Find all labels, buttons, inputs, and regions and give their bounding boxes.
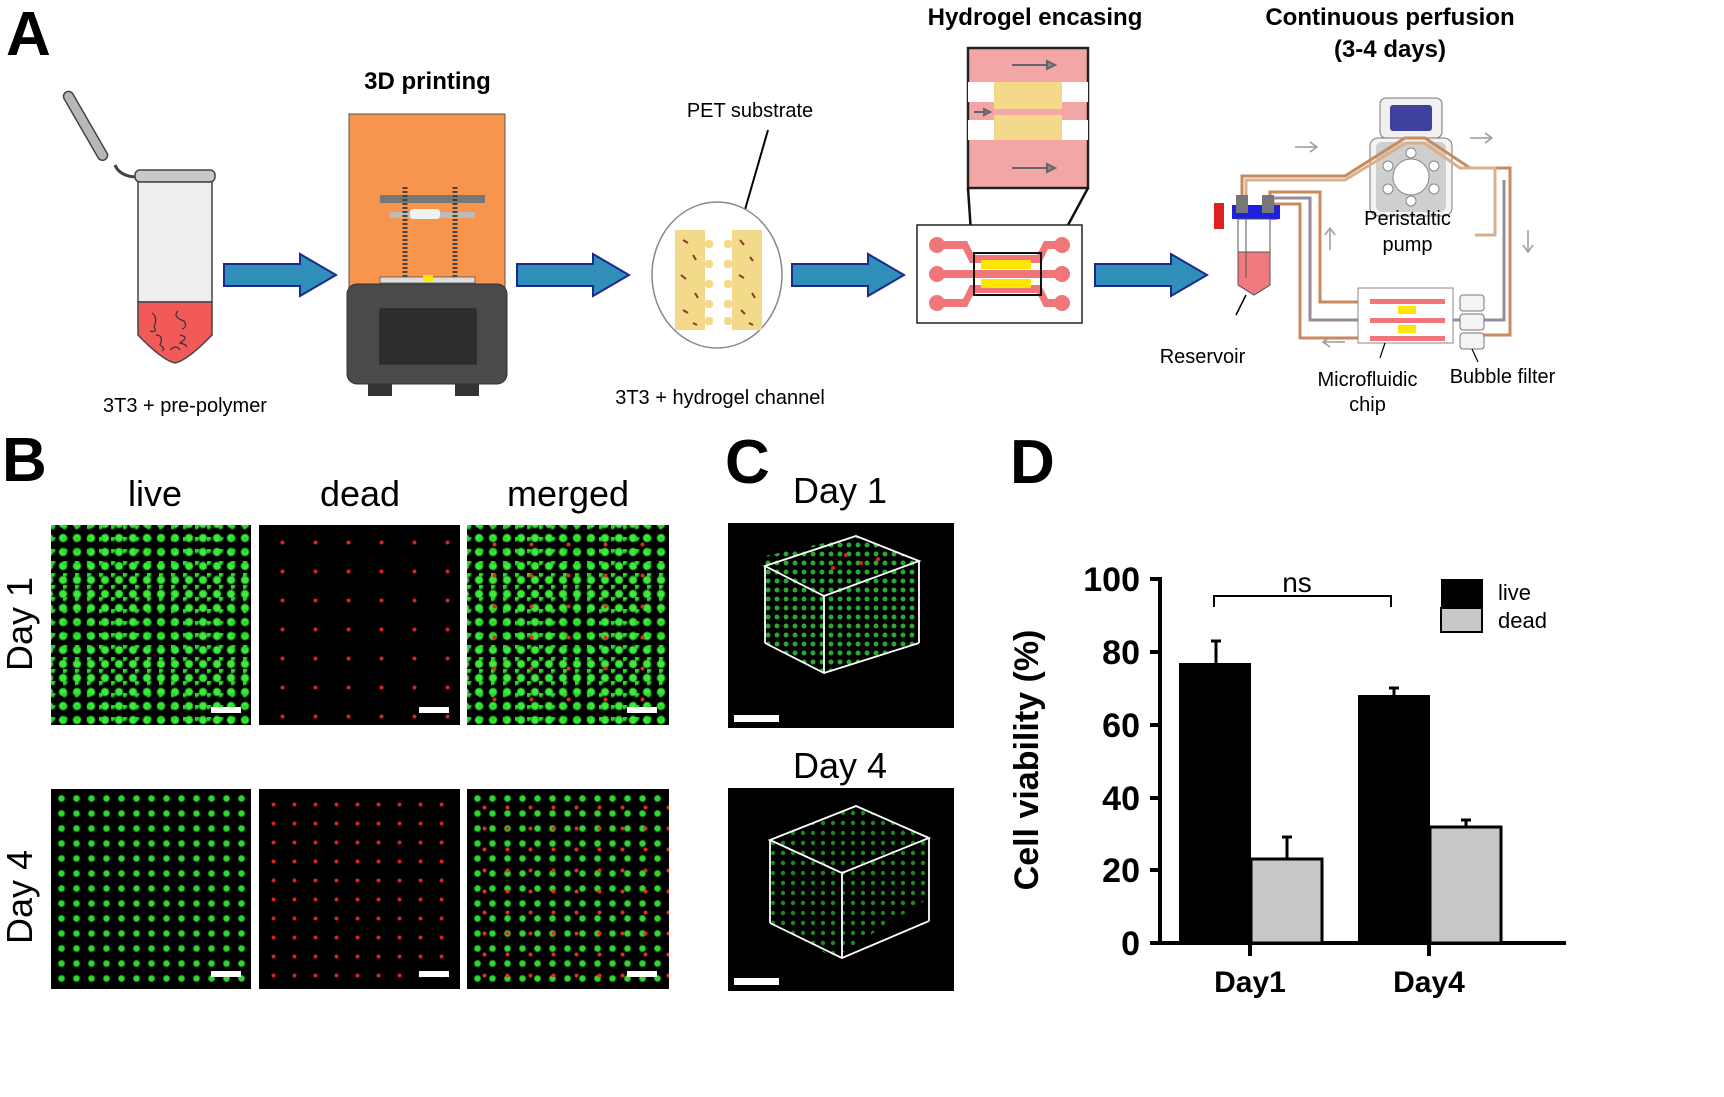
step-1-caption: 3T3 + pre-polymer [103, 395, 267, 417]
panel-c-label: C [725, 428, 770, 497]
x-category-day4: Day4 [1393, 966, 1465, 999]
3d-render-day1 [728, 523, 954, 728]
3d-render-day4 [728, 788, 954, 991]
y-tick-80: 80 [1102, 634, 1140, 672]
column-header-merged: merged [506, 473, 630, 514]
reservoir-label: Reservoir [1159, 346, 1246, 368]
pump-label-line2: pump [1382, 234, 1433, 256]
scale-bar [211, 971, 241, 977]
hydrogel-encasing-illustration [916, 46, 1090, 324]
flow-arrow-icon [516, 252, 631, 298]
significance-label: ns [1282, 567, 1312, 598]
micrograph-day1-dead [259, 525, 460, 725]
scale-bar [627, 971, 657, 977]
flow-arrow-icon [791, 252, 906, 298]
chip-label-line2: chip [1349, 394, 1386, 416]
step-2-title: 3D printing [364, 68, 491, 95]
y-axis-label: Cell viability (%) [1008, 630, 1046, 891]
y-tick-40: 40 [1102, 780, 1140, 818]
column-header-live: live [127, 473, 183, 514]
legend-swatch-live [1441, 579, 1483, 608]
column-header-dead: dead [319, 473, 401, 514]
x-category-day1: Day1 [1214, 966, 1286, 999]
y-tick-60: 60 [1102, 707, 1140, 745]
micrograph-day4-merged [467, 789, 669, 989]
pump-label-line1: Peristaltic [1364, 208, 1451, 230]
step-4-title: Hydrogel encasing [927, 4, 1143, 31]
step-5-title-line1: Continuous perfusion [1265, 4, 1515, 31]
step-3-caption: 3T3 + hydrogel channel [615, 387, 825, 409]
y-tick-20: 20 [1102, 852, 1140, 890]
view-title-day4: Day 4 [792, 745, 888, 786]
bar-day1-dead [1249, 857, 1324, 945]
significance-bracket [1213, 595, 1392, 607]
legend-swatch-dead [1440, 607, 1483, 633]
tube-illustration [62, 90, 216, 364]
panel-d-label: D [1010, 428, 1055, 497]
bar-day1-live [1179, 663, 1251, 943]
panel-b-label: B [2, 426, 47, 495]
scale-bar [419, 707, 449, 713]
flow-arrow-icon [223, 252, 338, 298]
panel-a-label: A [6, 0, 51, 69]
hydrogel-channel-illustration [651, 129, 783, 349]
legend-label-dead: dead [1498, 608, 1547, 633]
view-title-day1: Day 1 [792, 470, 888, 511]
bar-day4-live [1358, 695, 1430, 943]
micrograph-day1-live [51, 525, 251, 725]
bubble-filter-label: Bubble filter [1449, 366, 1556, 388]
y-tick-0: 0 [1121, 925, 1140, 963]
perfusion-setup-illustration [1214, 97, 1534, 363]
pet-substrate-callout: PET substrate [686, 100, 814, 122]
row-header-day4: Day 4 [0, 849, 40, 945]
scale-bar [211, 707, 241, 713]
bar-day4-dead [1428, 825, 1503, 945]
y-tick-100: 100 [1083, 561, 1140, 599]
scale-bar [627, 707, 657, 713]
chip-label-line1: Microfluidic [1317, 369, 1418, 391]
scale-bar [419, 971, 449, 977]
cell-viability-bar-chart: Cell viability (%) 0 20 40 60 80 100 Day… [1008, 561, 1566, 999]
micrograph-day4-dead [259, 789, 460, 989]
micrograph-day4-live [51, 789, 251, 989]
flow-arrow-icon [1094, 252, 1209, 298]
legend-label-live: live [1498, 580, 1531, 605]
micrograph-day1-merged [467, 525, 669, 725]
step-5-title-line2: (3-4 days) [1333, 36, 1447, 63]
row-header-day1: Day 1 [0, 576, 40, 672]
3d-printer-illustration [346, 113, 508, 396]
